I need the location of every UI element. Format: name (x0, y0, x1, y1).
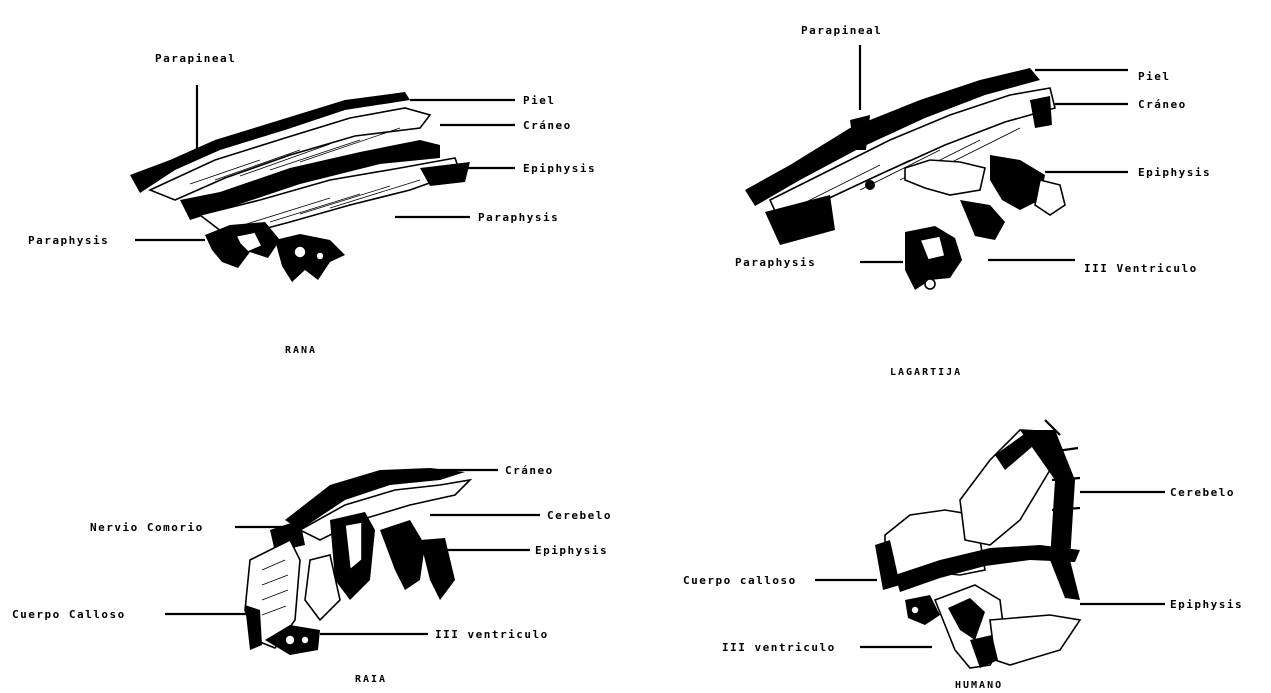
label-rana-parapineal: Parapineal (155, 52, 236, 65)
panel-raia: Cráneo Nervio Comorio Cerebelo Epiphysis… (12, 464, 612, 685)
label-rana-paraphysis-left: Paraphysis (28, 234, 109, 247)
label-humano-iii-ventriculo: III ventriculo (722, 641, 836, 654)
caption-rana: RANA (285, 345, 317, 356)
label-raia-cuerpo-calloso: Cuerpo Calloso (12, 608, 126, 621)
label-lagartija-epiphysis: Epiphysis (1138, 166, 1211, 179)
caption-lagartija: LAGARTIJA (890, 367, 962, 378)
label-rana-paraphysis-right: Paraphysis (478, 211, 559, 224)
label-lagartija-parapineal: Parapineal (801, 24, 882, 37)
panel-lagartija: Parapineal Piel Cráneo Epiphysis Paraphy… (735, 24, 1211, 378)
label-raia-nervio: Nervio Comorio (90, 521, 204, 534)
panel-humano: Cerebelo Cuerpo calloso Epiphysis III ve… (683, 420, 1243, 691)
panel-rana: Parapineal Piel Cráneo Epiphysis Paraphy… (28, 52, 596, 356)
label-lagartija-piel: Piel (1138, 70, 1171, 83)
label-lagartija-craneo: Cráneo (1138, 98, 1187, 111)
label-raia-iii-ventriculo: III ventriculo (435, 628, 549, 641)
label-lagartija-paraphysis: Paraphysis (735, 256, 816, 269)
label-humano-epiphysis: Epiphysis (1170, 598, 1243, 611)
raia-illustration (245, 468, 470, 655)
rana-illustration (130, 92, 470, 282)
label-rana-piel: Piel (523, 94, 556, 107)
label-humano-cuerpo-calloso: Cuerpo calloso (683, 574, 797, 587)
caption-raia: RAIA (355, 674, 387, 685)
label-humano-cerebelo: Cerebelo (1170, 486, 1235, 499)
label-raia-cerebelo: Cerebelo (547, 509, 612, 522)
label-lagartija-iii-ventriculo: III Ventriculo (1084, 262, 1198, 275)
humano-illustration (875, 420, 1080, 668)
caption-humano: HUMANO (955, 680, 1003, 691)
label-raia-craneo: Cráneo (505, 464, 554, 477)
label-rana-craneo: Cráneo (523, 119, 572, 132)
label-rana-epiphysis: Epiphysis (523, 162, 596, 175)
label-raia-epiphysis: Epiphysis (535, 544, 608, 557)
